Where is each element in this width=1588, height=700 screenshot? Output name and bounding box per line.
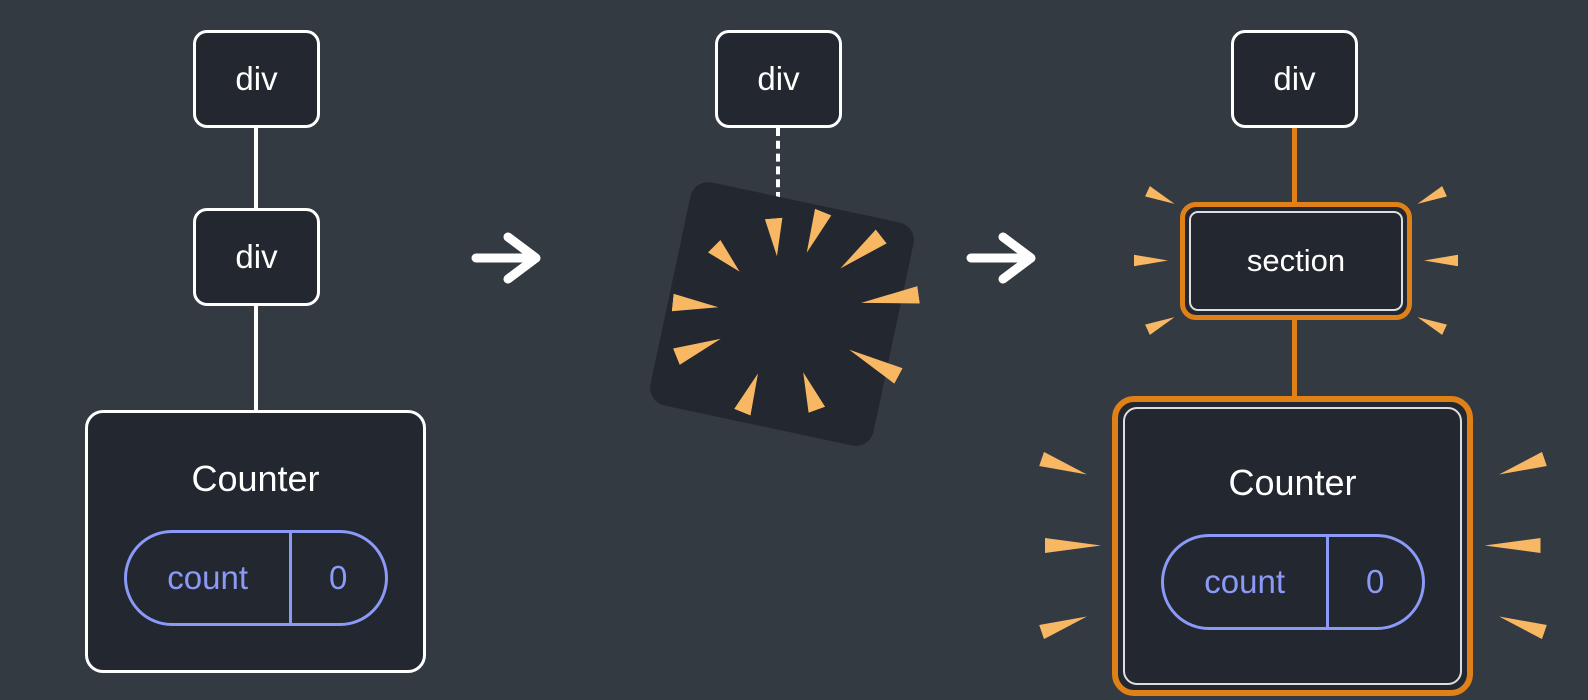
sparkle-icon [1484,538,1541,553]
sparkle-icon [1145,185,1178,209]
state-value: 0 [328,558,348,596]
component-name: Counter [1228,462,1357,503]
counter-component-node: Counter count 0 [85,410,426,673]
sparkle-icon [1415,185,1448,209]
node-label: div [757,60,800,97]
sparkle-icon [1496,451,1547,483]
sparkle-icon [1496,608,1547,640]
counter-component-node-highlighted: Counter count 0 [1112,396,1473,696]
state-pill: count 0 [123,529,388,626]
counter-component-body: Counter count 0 [1123,407,1462,685]
tree-connector [1292,126,1297,206]
div-node: div [193,208,320,306]
sparkle-icon [1415,311,1448,335]
sparkle-icon [1134,254,1168,267]
node-label: section [1246,243,1346,278]
state-key: count [127,532,292,623]
tree-connector [254,126,258,210]
arrow-right-icon [963,228,1047,293]
arrow-right-glyph [471,232,541,284]
section-node-body: section [1189,211,1403,311]
sparkle-icon [1045,537,1101,554]
arrow-right-icon [468,228,552,293]
state-key: count [1164,537,1329,627]
tree-connector [254,304,258,412]
component-name: Counter [191,457,320,499]
section-node-highlighted: section [1180,202,1458,320]
sparkle-icon [1038,608,1089,640]
state-pill: count 0 [1160,534,1425,630]
node-label: div [1273,60,1316,97]
dashed-connector [776,128,780,200]
div-node: div [715,30,842,128]
div-node: div [1231,30,1358,128]
counter-component-node: Counter count 0 [1112,396,1473,696]
sparkle-icon [1038,451,1089,483]
node-label: div [235,60,278,97]
state-value: 0 [1365,563,1385,600]
tree-connector [1292,316,1297,400]
node-label: div [235,238,278,275]
section-node: section [1180,202,1412,320]
div-node: div [193,30,320,128]
sparkle-icon [1424,254,1458,267]
arrow-right-glyph [966,232,1036,284]
sparkle-icon [1145,311,1178,335]
